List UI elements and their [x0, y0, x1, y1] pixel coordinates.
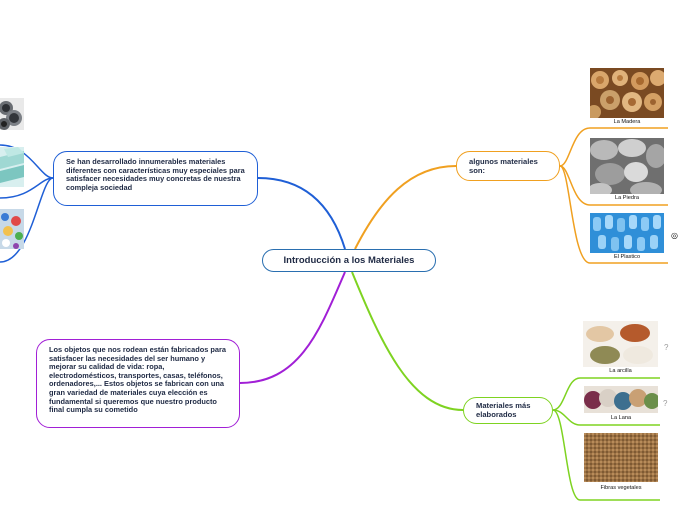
connector-blue-1 — [0, 144, 54, 179]
caption-fibras: Fibras vegetales — [600, 485, 642, 491]
image-arcilla[interactable] — [583, 321, 658, 367]
left-image-plastic-waste — [0, 209, 24, 249]
connector-purple — [239, 271, 346, 384]
connector-green-2 — [552, 409, 660, 426]
image-piedra[interactable] — [590, 138, 664, 194]
image-madera[interactable] — [590, 68, 664, 118]
image-lana[interactable] — [584, 386, 658, 413]
connector-blue-2 — [0, 177, 54, 199]
node-materiales-diferentes[interactable]: Se han desarrollado innumerables materia… — [53, 151, 258, 206]
question-icon[interactable]: ? — [663, 399, 668, 408]
node-objetos-rodean[interactable]: Los objetos que nos rodean están fabrica… — [36, 339, 240, 428]
connector-green-3 — [552, 409, 660, 501]
caption-piedra: La Piedra — [615, 195, 639, 201]
caption-lana: La Lana — [610, 415, 632, 421]
node-algunos-materiales[interactable]: algunos materiales son: — [456, 151, 560, 181]
left-image-glass — [0, 147, 24, 187]
node-text: Los objetos que nos rodean están fabrica… — [49, 345, 227, 415]
connector-green — [351, 271, 464, 411]
caption-plastico: El Plastico — [613, 254, 641, 260]
caption-madera: La Madera — [613, 119, 641, 125]
connector-green-1 — [552, 377, 660, 411]
image-plastico[interactable] — [590, 213, 664, 253]
image-fibras[interactable] — [584, 433, 658, 482]
connector-orange-1 — [559, 127, 668, 167]
central-topic-label: Introducción a los Materiales — [283, 255, 415, 266]
globe-icon[interactable]: ◎ — [671, 231, 678, 240]
connector-blue-3 — [0, 177, 54, 263]
left-image-pipes — [0, 98, 24, 130]
node-text: algunos materiales son: — [469, 157, 538, 175]
connector-blue — [257, 177, 346, 250]
connector-orange — [354, 165, 457, 250]
connector-orange-3 — [559, 165, 668, 264]
central-topic[interactable]: Introducción a los Materiales — [262, 249, 436, 272]
node-materiales-elaborados[interactable]: Materiales más elaborados — [463, 397, 553, 424]
question-icon[interactable]: ? — [664, 343, 669, 352]
node-text: Se han desarrollado innumerables materia… — [66, 157, 245, 192]
connector-orange-2 — [559, 165, 668, 206]
node-text: Materiales más elaborados — [476, 401, 531, 419]
caption-arcilla: La arcilla — [609, 368, 632, 374]
